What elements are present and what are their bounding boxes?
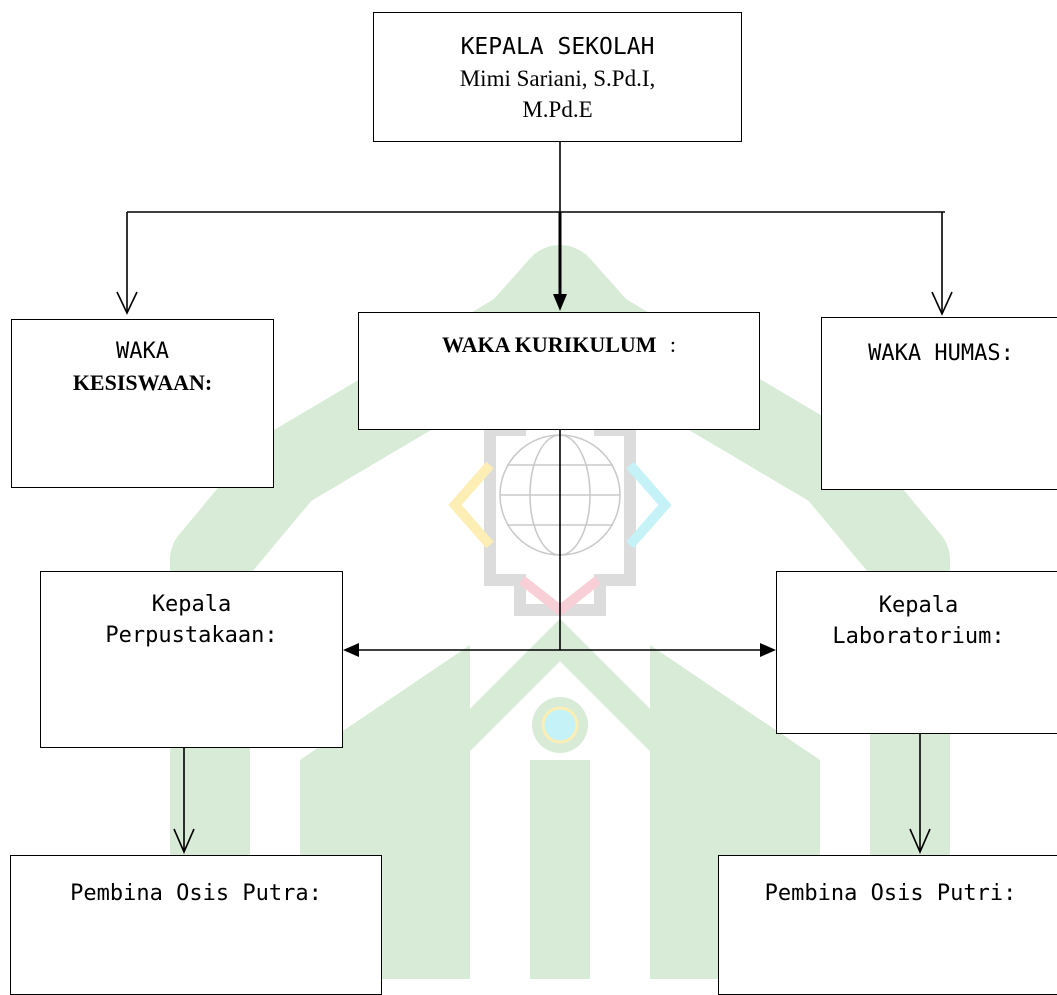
waka-kurikulum-box: WAKA KURIKULUM : [358, 312, 760, 430]
kepala-perpustakaan-box: Kepala Perpustakaan: [40, 571, 343, 748]
kepala-laboratorium-line1: Kepala [878, 593, 959, 618]
pembina-osis-putra-box: Pembina Osis Putra: [10, 855, 382, 995]
kepala-sekolah-title: KEPALA SEKOLAH [460, 34, 655, 60]
pembina-osis-putra-label: Pembina Osis Putra: [70, 881, 322, 906]
kepala-laboratorium-line2: Laboratorium: [832, 624, 1005, 649]
arrowhead-putra [173, 828, 195, 855]
arrowhead-perpustakaan [343, 643, 359, 657]
watermark-center-bar [530, 760, 590, 979]
kepala-sekolah-box: KEPALA SEKOLAH Mimi Sariani, S.Pd.I, M.P… [373, 12, 742, 142]
watermark-circle-inner [541, 706, 579, 744]
waka-humas-box: WAKA HUMAS: [821, 317, 1057, 490]
arrowhead-kurikulum [553, 294, 567, 311]
waka-kesiswaan-line2: KESISWAAN: [72, 370, 213, 395]
watermark-chevron-cyan [626, 461, 672, 549]
kepala-laboratorium-box: Kepala Laboratorium: [776, 571, 1057, 734]
arrowhead-humas [931, 291, 953, 316]
waka-kesiswaan-box: WAKA KESISWAAN: [11, 319, 274, 488]
pembina-osis-putri-box: Pembina Osis Putri: [718, 855, 1057, 995]
pembina-osis-putri-label: Pembina Osis Putri: [764, 881, 1017, 906]
kepala-sekolah-name-line2: M.Pd.E [522, 97, 593, 122]
waka-kesiswaan-line1: WAKA [116, 339, 169, 364]
watermark-chevron-yellow [448, 461, 494, 549]
arrowhead-putri [909, 828, 931, 855]
waka-kurikulum-colon: : [669, 332, 676, 357]
kepala-perpustakaan-line2: Perpustakaan: [105, 623, 278, 648]
waka-humas-label: WAKA HUMAS: [868, 341, 1014, 366]
kepala-sekolah-name-line1: Mimi Sariani, S.Pd.I, [459, 66, 656, 91]
arrowhead-kesiswaan [116, 291, 138, 315]
waka-kurikulum-label: WAKA KURIKULUM [442, 332, 657, 357]
arrowhead-laboratorium [760, 643, 776, 657]
kepala-perpustakaan-line1: Kepala [151, 592, 232, 617]
